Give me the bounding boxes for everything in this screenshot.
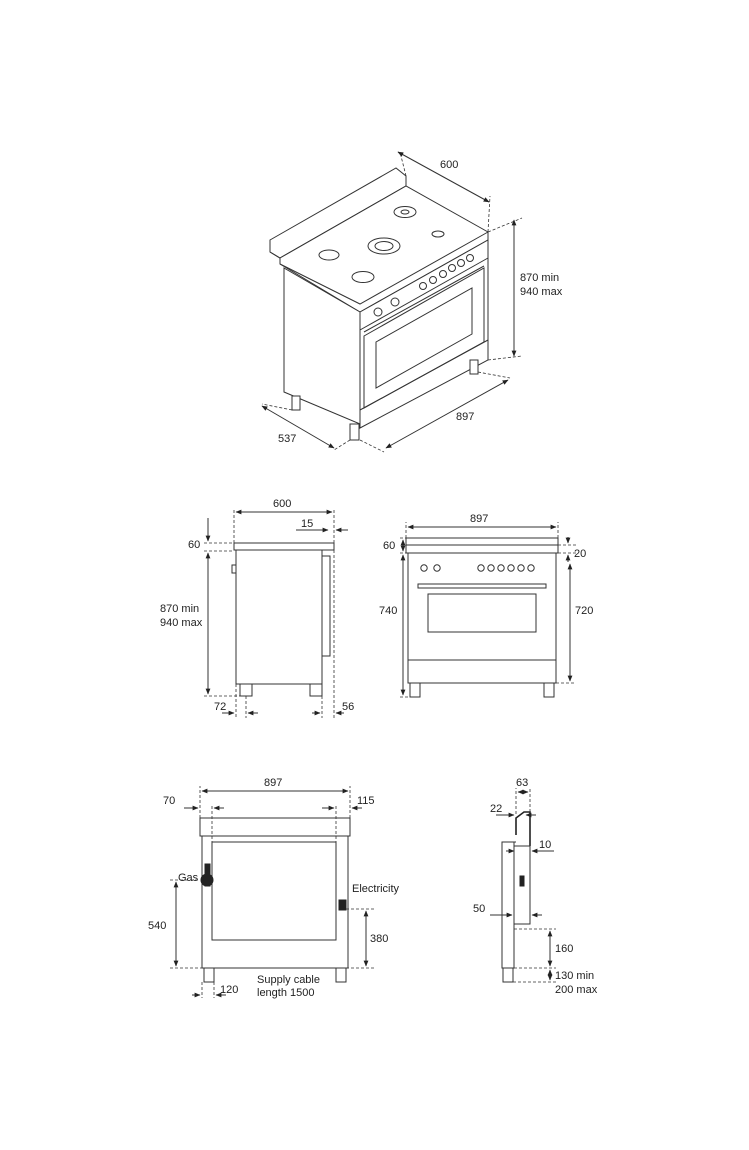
rear-foot xyxy=(335,967,347,983)
side-view: 600 15 60 870 min 940 max 72 56 xyxy=(160,498,354,718)
rear-left-offset-label: 70 xyxy=(163,795,175,807)
isometric-view: 600 870 min 940 max 897 537 xyxy=(261,151,563,453)
side-foot-left-label: 72 xyxy=(214,701,226,713)
iso-burner xyxy=(351,271,375,283)
iso-height-max-label: 940 max xyxy=(520,286,563,298)
front-cooktop xyxy=(405,544,559,554)
side-cooktop xyxy=(233,542,335,551)
profile-backguard xyxy=(515,811,531,846)
front-foot xyxy=(409,682,421,698)
rear-panel xyxy=(211,841,337,941)
iso-foot xyxy=(469,359,479,375)
electricity-height-label: 380 xyxy=(370,933,388,945)
profile-feet-min-label: 130 min xyxy=(555,970,594,982)
iso-burner xyxy=(431,230,445,238)
electricity-label: Electricity xyxy=(352,883,400,895)
side-height-min-label: 870 min xyxy=(160,603,199,615)
electricity-connection xyxy=(338,899,347,911)
side-foot xyxy=(239,683,253,697)
profile-plinth-label: 160 xyxy=(555,943,573,955)
iso-length-dimension xyxy=(385,379,509,449)
side-backguard-label: 15 xyxy=(301,518,313,530)
iso-depth-label: 537 xyxy=(278,433,296,445)
profile-foot xyxy=(502,967,514,983)
iso-burner xyxy=(367,237,401,255)
front-backguard xyxy=(405,537,559,546)
profile-feet-max-label: 200 max xyxy=(555,984,598,996)
iso-oven-window xyxy=(375,287,473,389)
gas-height-label: 540 xyxy=(148,920,166,932)
iso-width-dimension xyxy=(397,151,490,203)
front-top-right-label: 20 xyxy=(574,548,586,560)
iso-width-label: 600 xyxy=(440,159,458,171)
rear-foot-label: 120 xyxy=(220,984,238,996)
iso-length-label: 897 xyxy=(456,411,474,423)
iso-burner xyxy=(393,206,417,218)
rear-width-label: 897 xyxy=(264,777,282,789)
front-oven-window xyxy=(427,593,537,633)
side-width-label: 600 xyxy=(273,498,291,510)
front-foot xyxy=(543,682,555,698)
front-view: 897 60 20 740 720 xyxy=(379,513,593,698)
profile-offset-label: 50 xyxy=(473,903,485,915)
side-foot xyxy=(309,683,323,697)
gas-label: Gas xyxy=(178,872,199,884)
front-control-knobs xyxy=(420,564,535,572)
profile-gap-label: 10 xyxy=(539,839,551,851)
iso-control-knobs xyxy=(373,254,474,317)
front-handle xyxy=(417,583,547,589)
side-body xyxy=(235,549,323,685)
profile-view: 63 22 10 50 160 130 min 200 max xyxy=(473,777,598,996)
front-top-label: 60 xyxy=(383,540,395,552)
iso-height-min-label: 870 min xyxy=(520,272,559,284)
iso-burner xyxy=(318,249,340,261)
rear-right-offset-label: 115 xyxy=(357,795,375,807)
front-height-left-label: 740 xyxy=(379,605,397,617)
rear-view: 897 70 115 Gas Electricity 540 380 120 S… xyxy=(148,777,400,999)
cable-label-line2: length 1500 xyxy=(257,987,315,999)
side-foot-right-label: 56 xyxy=(342,701,354,713)
iso-foot xyxy=(291,395,301,411)
profile-guard-label: 22 xyxy=(490,803,502,815)
side-door-profile xyxy=(321,555,331,657)
rear-foot xyxy=(203,967,215,983)
profile-top-label: 63 xyxy=(516,777,528,789)
iso-foot xyxy=(349,423,360,441)
front-width-label: 897 xyxy=(470,513,488,525)
cable-label-line1: Supply cable xyxy=(257,974,320,986)
iso-depth-dimension xyxy=(261,405,335,449)
profile-connector xyxy=(519,875,525,887)
side-top-label: 60 xyxy=(188,539,200,551)
rear-backguard xyxy=(199,817,351,837)
side-height-max-label: 940 max xyxy=(160,617,203,629)
front-height-right-label: 720 xyxy=(575,605,593,617)
profile-body xyxy=(501,841,515,969)
